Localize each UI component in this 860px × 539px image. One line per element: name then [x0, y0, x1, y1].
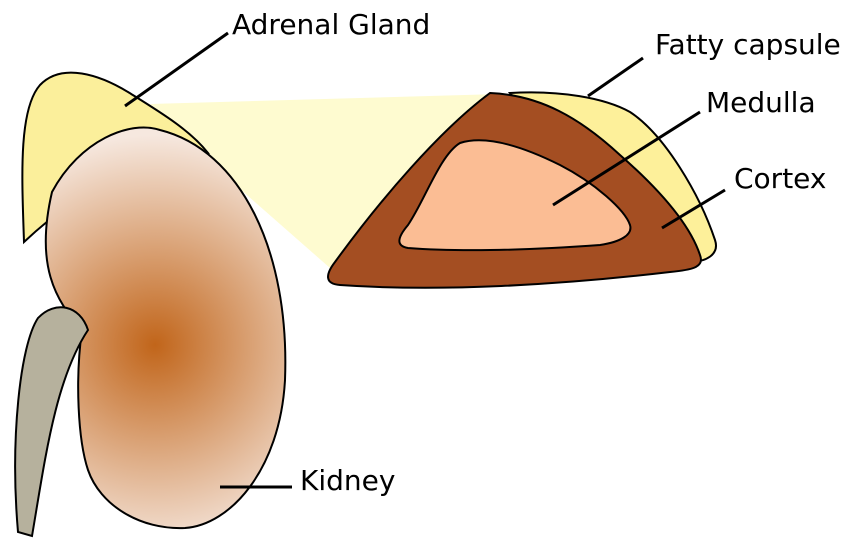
medulla-label: Medulla [706, 86, 816, 119]
ureter-shape [15, 307, 88, 536]
kidney-label: Kidney [300, 464, 395, 497]
adrenal-gland-leader [125, 33, 228, 106]
cortex-label: Cortex [734, 162, 826, 195]
adrenal-gland-label: Adrenal Gland [232, 8, 430, 41]
fatty-capsule-label: Fatty capsule [655, 28, 841, 61]
fatty-capsule-leader [588, 58, 643, 96]
